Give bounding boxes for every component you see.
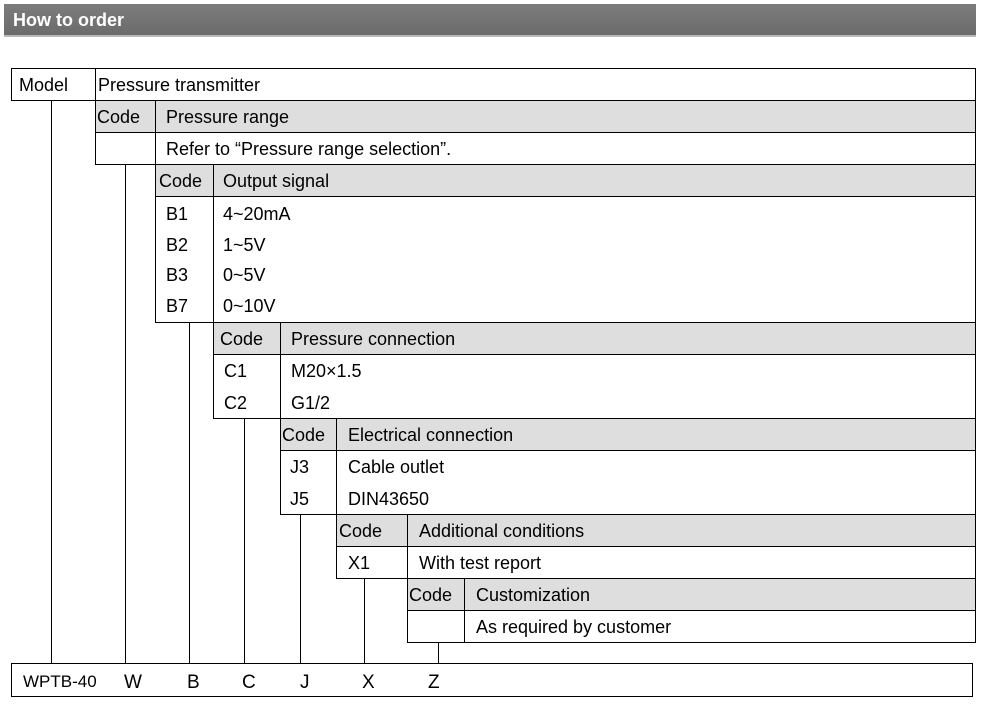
customization-code-cell <box>407 610 465 643</box>
output-signal-desc: 4~20mA <box>223 204 291 224</box>
additional-conditions-title: Additional conditions <box>419 521 585 541</box>
output-signal-code-label: Code <box>159 171 203 191</box>
pressure-connection-code: C1 <box>224 361 248 381</box>
pressure-range-code-label: Code <box>97 107 141 127</box>
pressure-connection-desc: M20×1.5 <box>291 361 362 381</box>
model-label: Model <box>19 75 69 95</box>
output-signal-desc: 0~5V <box>223 265 266 285</box>
order-code-c: C <box>242 672 256 693</box>
output-signal-code-column <box>155 196 214 323</box>
order-code-w: W <box>124 672 142 693</box>
customization-code-label: Code <box>409 585 453 605</box>
order-code-z: Z <box>428 672 440 693</box>
additional-conditions-code: X1 <box>348 553 371 573</box>
section-title-bar: How to order <box>4 4 976 37</box>
customization-note-cell <box>464 610 976 643</box>
leader-line-w <box>125 164 126 664</box>
electrical-connection-code-label: Code <box>282 425 326 445</box>
output-signal-desc-column <box>213 196 976 323</box>
output-signal-code: B3 <box>166 265 189 285</box>
order-code-model: WPTB-40 <box>23 672 97 691</box>
output-signal-header <box>213 164 976 197</box>
electrical-connection-code-header <box>280 418 337 451</box>
electrical-connection-desc: DIN43650 <box>348 489 430 509</box>
pressure-connection-desc: G1/2 <box>291 393 331 413</box>
order-code-box <box>11 663 973 697</box>
additional-conditions-header <box>407 514 976 547</box>
additional-conditions-desc: With test report <box>419 553 542 573</box>
pressure-range-title: Pressure range <box>166 107 290 127</box>
order-code-b: B <box>187 672 200 693</box>
leader-line-z <box>438 642 439 664</box>
order-code-j: J <box>300 672 310 693</box>
model-value-cell <box>95 68 976 101</box>
pressure-connection-code-header <box>213 322 281 355</box>
order-code-x: X <box>362 672 375 693</box>
pressure-range-header <box>155 100 976 133</box>
pressure-connection-code-label: Code <box>220 329 264 349</box>
electrical-connection-title: Electrical connection <box>348 425 514 445</box>
pressure-connection-desc-column <box>280 354 976 419</box>
pressure-range-note: Refer to “Pressure range selection”. <box>166 139 452 159</box>
pressure-connection-title: Pressure connection <box>291 329 456 349</box>
pressure-range-code-cell <box>95 132 156 165</box>
customization-note: As required by customer <box>476 617 672 637</box>
electrical-connection-header <box>336 418 976 451</box>
output-signal-desc: 0~10V <box>223 296 276 316</box>
leader-line-j <box>300 514 301 664</box>
output-signal-desc: 1~5V <box>223 235 266 255</box>
electrical-connection-desc: Cable outlet <box>348 457 445 477</box>
customization-title: Customization <box>476 585 591 605</box>
leader-line-b <box>189 322 190 664</box>
output-signal-title: Output signal <box>223 171 330 191</box>
section-title: How to order <box>13 10 124 30</box>
electrical-connection-code: J3 <box>290 457 310 477</box>
leader-line-x <box>364 578 365 664</box>
output-signal-code: B2 <box>166 235 189 255</box>
output-signal-code: B7 <box>166 296 189 316</box>
model-value: Pressure transmitter <box>98 75 261 95</box>
electrical-connection-desc-column <box>336 450 976 515</box>
additional-conditions-code-cell <box>336 546 408 579</box>
leader-line-c <box>244 418 245 664</box>
electrical-connection-code-column <box>280 450 337 515</box>
output-signal-code: B1 <box>166 204 189 224</box>
customization-header <box>464 578 976 611</box>
pressure-connection-code: C2 <box>224 393 248 413</box>
model-label-cell <box>11 68 96 101</box>
additional-conditions-code-label: Code <box>339 521 383 541</box>
electrical-connection-code: J5 <box>290 489 310 509</box>
additional-conditions-desc-cell <box>407 546 976 579</box>
leader-line-model <box>51 100 52 664</box>
